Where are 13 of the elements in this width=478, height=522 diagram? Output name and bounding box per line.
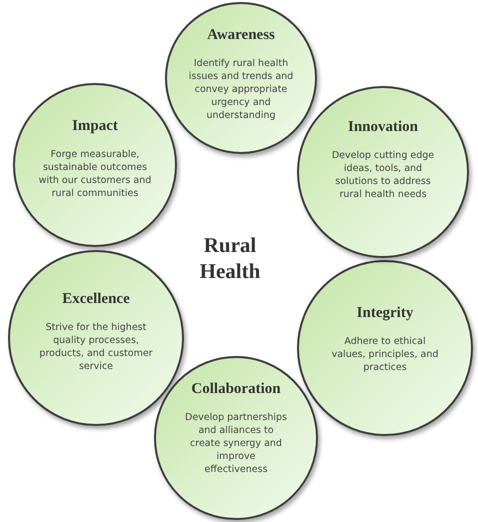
value-title: Excellence	[62, 290, 130, 309]
value-title: Innovation	[348, 118, 418, 137]
value-description: Forge measurable, sustainable outcomes with our customers and rural communities	[38, 148, 152, 200]
value-description: Adhere to ethical values, principles, and practices	[330, 334, 440, 374]
value-title: Collaboration	[191, 380, 281, 399]
value-description: Develop partnerships and alliances to create synergy and improve effectiveness	[184, 410, 288, 476]
value-title: Impact	[72, 117, 118, 136]
value-title: Awareness	[207, 26, 275, 45]
value-description: Identify rural health issues and trends and convey appropriate urgency and understanding	[188, 56, 294, 122]
value-title: Integrity	[356, 304, 414, 323]
center-title: Rural Health	[198, 232, 262, 284]
value-description: Strive for the highest quality processes, products, and customer service	[38, 320, 154, 373]
value-description: Develop cutting edge ideas, tools, and solutions to address rural health needs	[330, 148, 436, 201]
